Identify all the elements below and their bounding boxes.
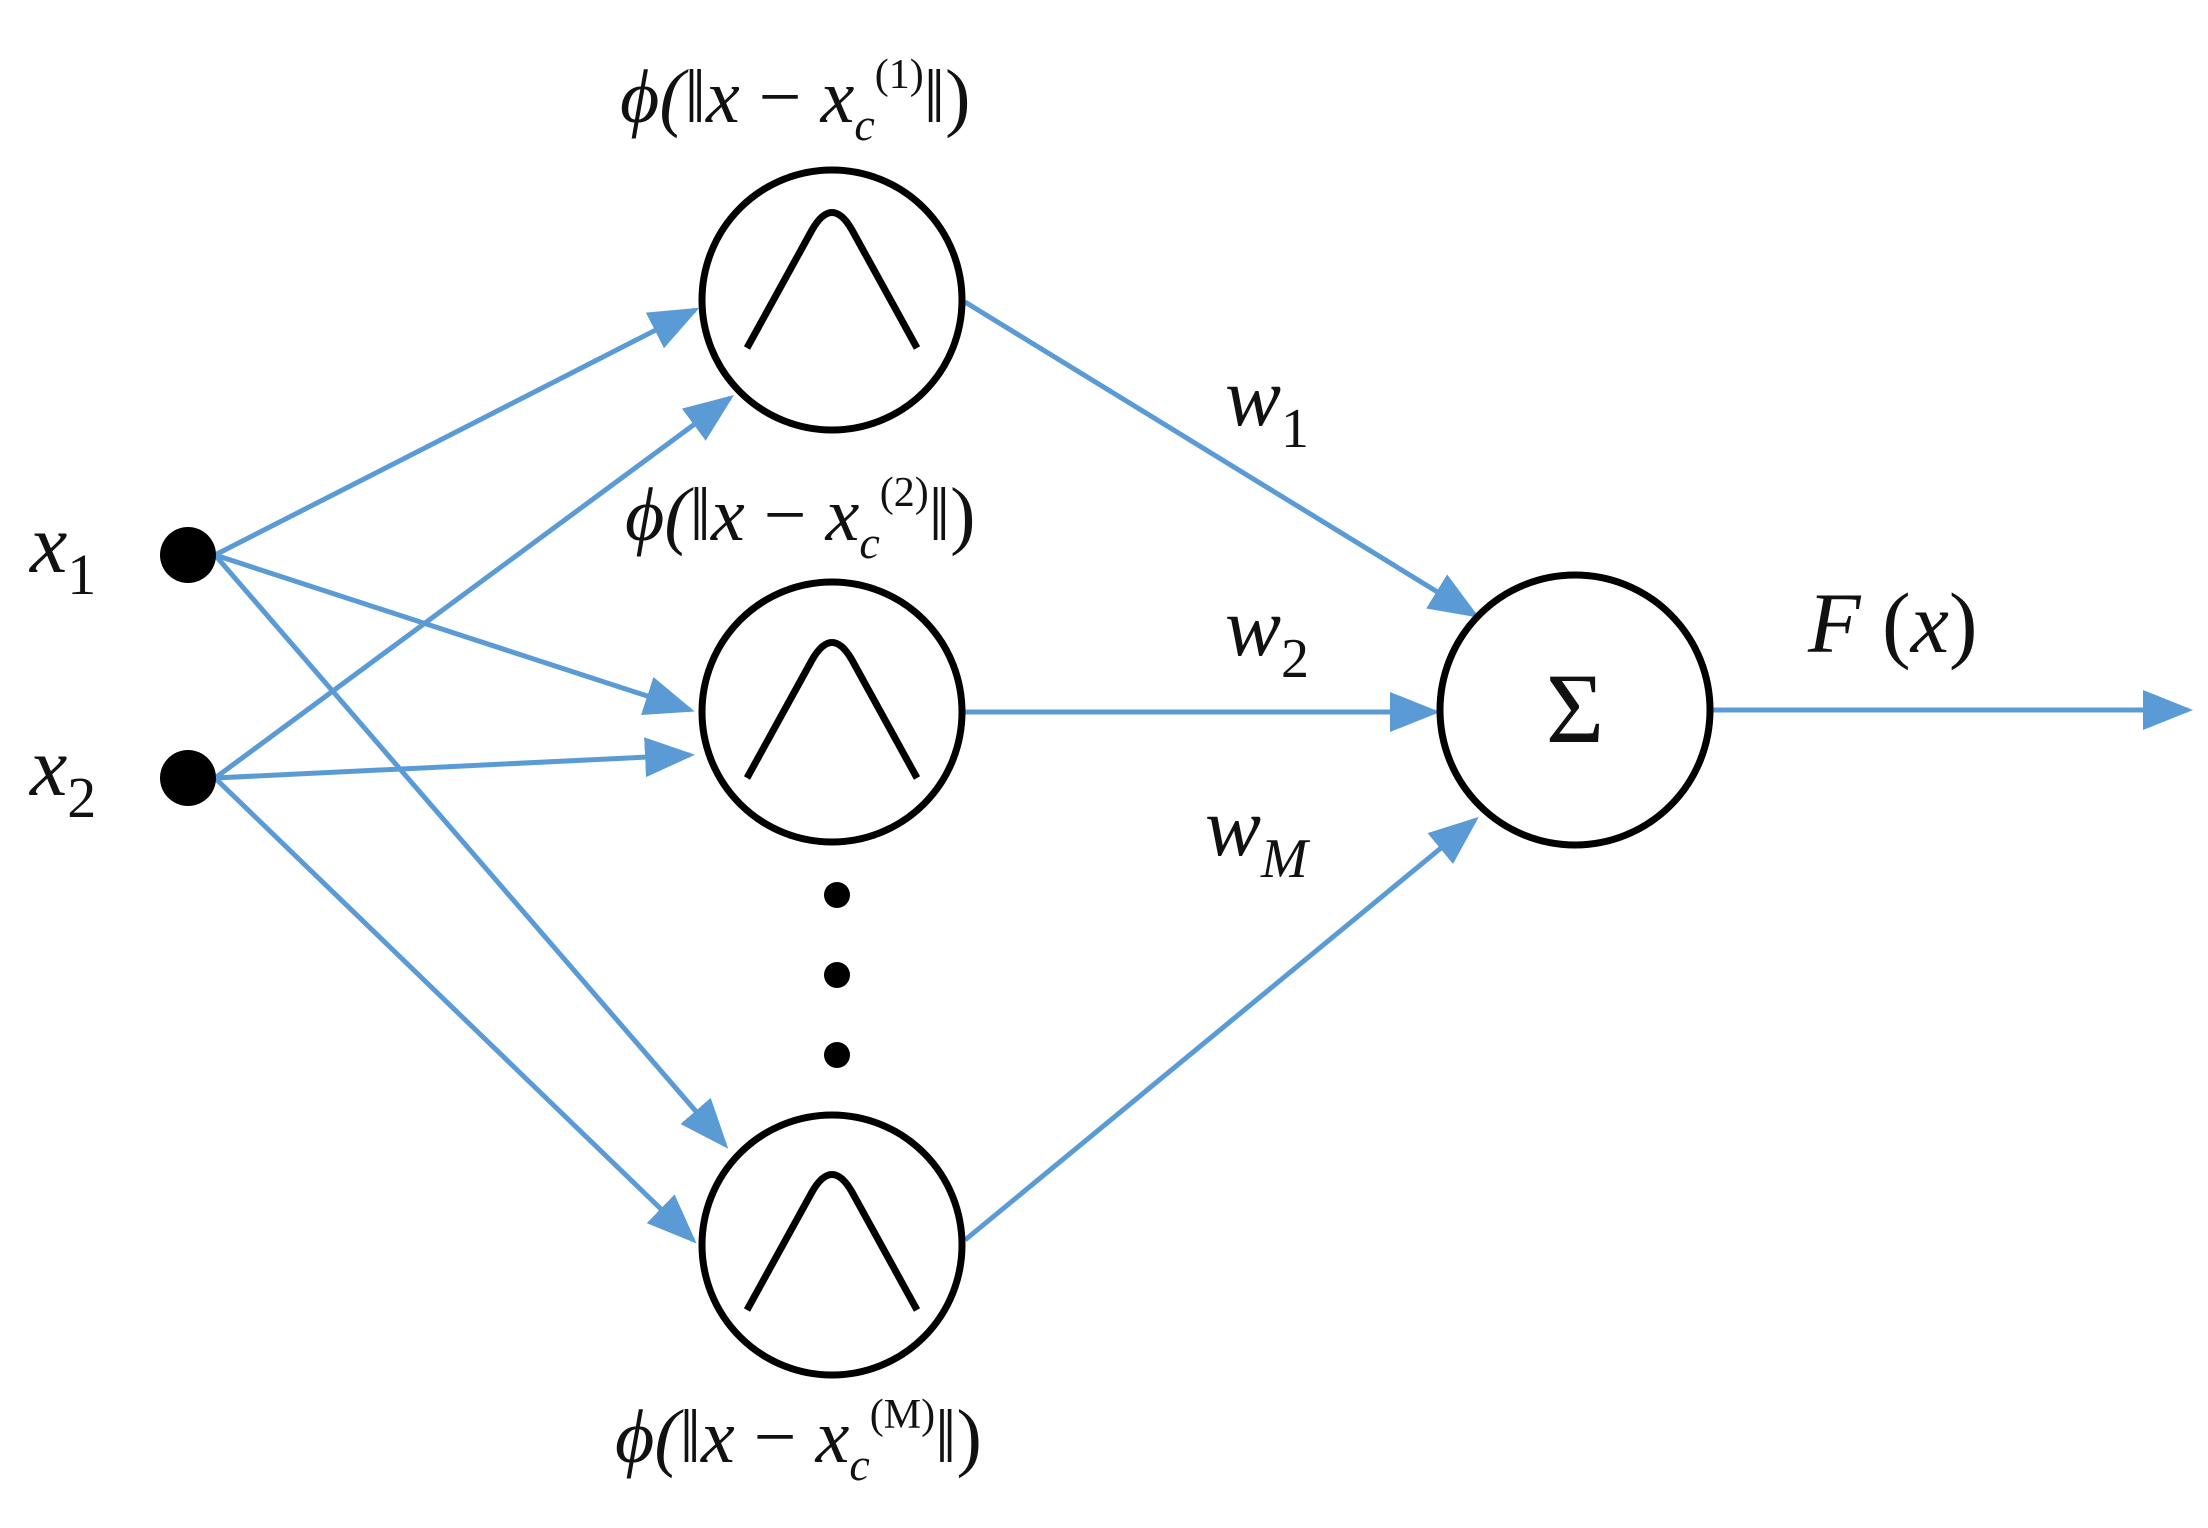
input-node-x2: x2 — [28, 721, 216, 830]
hidden-neuron-1 — [698, 166, 966, 434]
summation-circle — [1436, 571, 1714, 849]
gaussian-icon — [743, 1171, 921, 1312]
input-node-x1: x1 — [28, 498, 216, 607]
hidden-label-2: ϕ(‖x − xc(2)‖) — [625, 470, 975, 568]
input-dot — [160, 527, 216, 583]
gaussian-icon — [743, 209, 921, 350]
hidden-neuron-M — [698, 1111, 966, 1379]
connection-edges — [213, 299, 2193, 1244]
input-label-x2: x2 — [28, 721, 96, 830]
hidden-neuron-2 — [698, 578, 966, 846]
edge-x1-hM — [213, 553, 729, 1149]
weight-label-wM: wM — [1205, 781, 1311, 890]
weight-label-w2: w2 — [1225, 581, 1309, 690]
edge-x2-h1 — [213, 395, 735, 781]
input-label-x1: x1 — [28, 498, 96, 607]
ellipsis-dots — [824, 882, 850, 1068]
output-label: F (x) — [1807, 575, 1978, 671]
input-dot — [160, 750, 216, 806]
neuron-circle — [698, 1111, 966, 1379]
edge-x1-h1 — [213, 307, 700, 558]
edge-x2-hM — [213, 776, 697, 1244]
edge-h1-sum — [963, 299, 1480, 618]
weight-label-w1: w1 — [1225, 351, 1309, 460]
neuron-circle — [698, 166, 966, 434]
sigma-icon: Σ — [1546, 653, 1604, 764]
gaussian-icon — [743, 639, 921, 780]
hidden-label-1: ϕ(‖x − xc(1)‖) — [620, 52, 970, 150]
neuron-circle — [698, 578, 966, 846]
edge-x1-h2 — [214, 552, 695, 716]
edge-hM-sum — [963, 816, 1479, 1242]
ellipsis-dot — [824, 962, 850, 988]
ellipsis-dot — [824, 1042, 850, 1068]
edge-x2-h2 — [214, 737, 695, 781]
hidden-label-M: ϕ(‖x − xc(M)‖) — [615, 1392, 982, 1490]
ellipsis-dot — [824, 882, 850, 908]
summation-node: Σ — [1436, 571, 1714, 849]
